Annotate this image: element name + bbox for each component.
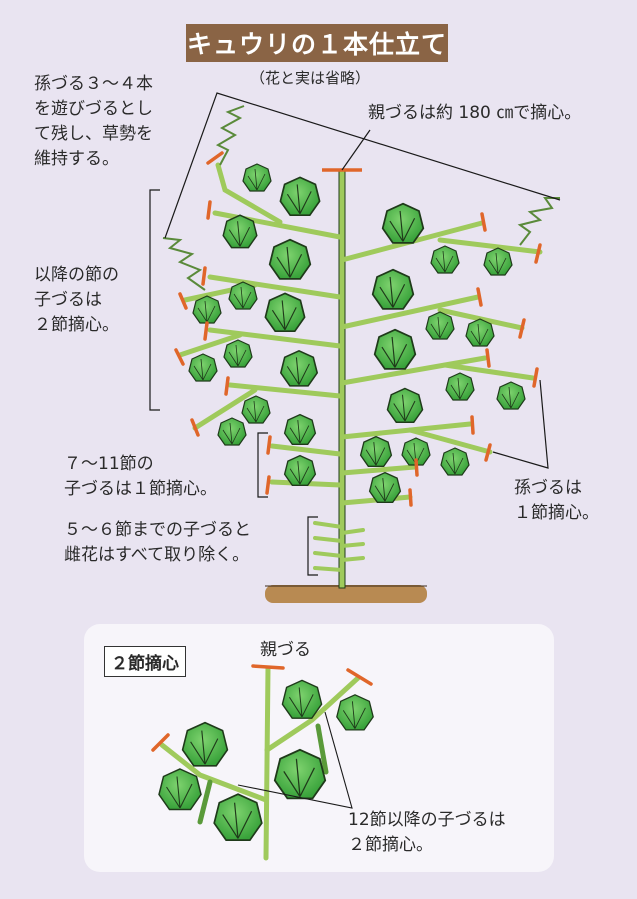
pinch-marks [174, 151, 542, 507]
annotation-nodes-7-11: ７～11節の 子づるは１節摘心。 [64, 454, 217, 499]
cucumber-plant-illustration [149, 92, 561, 603]
annotation-grandchild-vines: 孫づる３～４本 を遊びづるとし て残し、草勢を 維持する。 [34, 74, 153, 169]
inset-main-vine-label: 親づる [260, 640, 311, 660]
side-vines-left [177, 162, 343, 488]
annotation-main-vine-pinch: 親づるは約 180 ㎝で摘心。 [368, 103, 582, 123]
leader-lines [149, 92, 561, 576]
soil [265, 585, 427, 603]
tendrils [162, 105, 560, 291]
removed-shoots [313, 521, 365, 572]
inset-note: 12節以降の子づるは ２節摘心。 [348, 810, 506, 855]
diagram-title: キュウリの１本仕立て [186, 24, 448, 62]
diagram-subtitle: （花と実は省略） [250, 69, 371, 87]
annotation-grandchild-pinch: 孫づるは １節摘心。 [514, 478, 599, 523]
annotation-nodes-5-6: ５～６節までの子づると 雌花はすべて取り除く。 [64, 520, 251, 565]
annotation-later-nodes: 以降の節の 子づるは ２節摘心。 [34, 265, 119, 335]
inset-box-label: ２節摘心 [104, 646, 186, 677]
